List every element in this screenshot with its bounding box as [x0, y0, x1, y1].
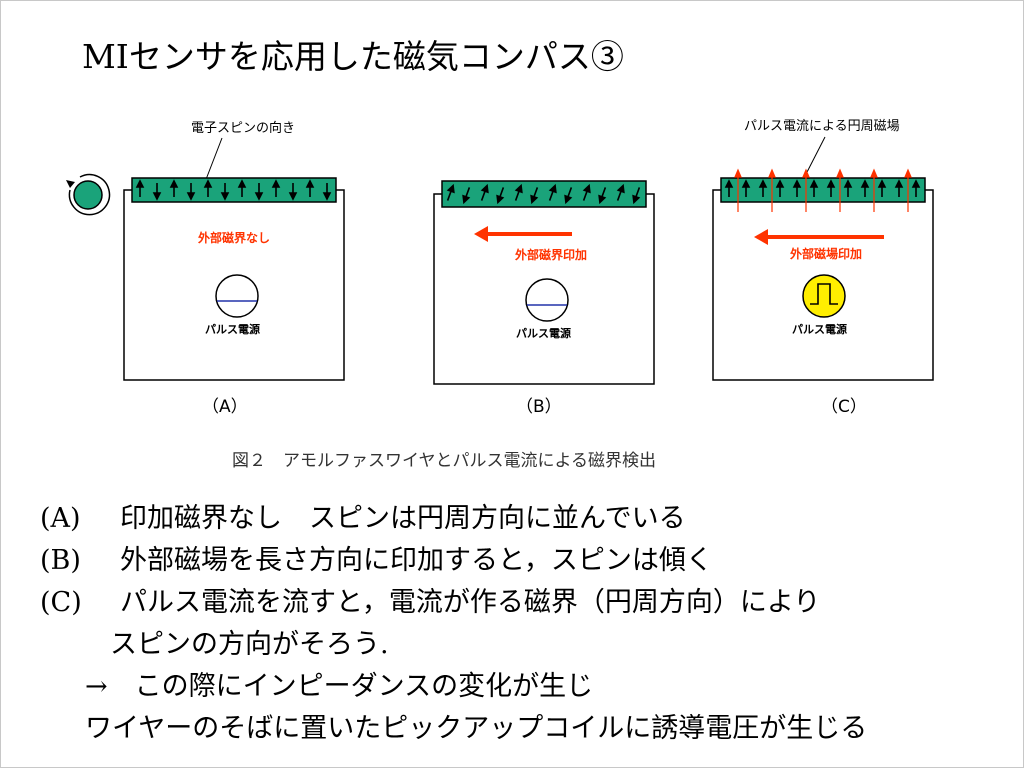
note-impedance: → この際にインピーダンスの変化が生じ — [85, 671, 594, 702]
rotation-indicator-icon — [66, 173, 111, 216]
field-label-a: 外部磁界なし — [198, 230, 270, 245]
spin-direction-label: 電子スピンの向き — [191, 120, 295, 136]
spin-arrows-a — [135, 179, 332, 201]
caption-a: （A） — [202, 397, 248, 417]
note-c-text: パルス電流を流すと，電流が作る磁界（円周方向）により — [120, 587, 821, 618]
caption-c: （C） — [821, 397, 867, 417]
figure-caption: 図２ アモルファスワイヤとパルス電流による磁界検出 — [232, 451, 656, 471]
power-label-a: パルス電源 — [205, 322, 260, 336]
power-label-c: パルス電源 — [792, 322, 847, 336]
pulse-source-a — [215, 274, 259, 318]
note-b-text: 外部磁場を長さ方向に印加すると，スピンは傾く — [120, 545, 713, 576]
spin-label-pointer — [204, 137, 223, 183]
note-b: (B) 外部磁場を長さ方向に印加すると，スピンは傾く — [40, 540, 1010, 582]
note-a: (A) 印加磁界なし スピンは円周方向に並んでいる — [40, 498, 1010, 540]
note-a-text: 印加磁界なし スピンは円周方向に並んでいる — [120, 503, 686, 534]
field-label-b: 外部磁界印加 — [515, 247, 587, 262]
spin-arrows-b — [446, 183, 641, 205]
caption-b: （B） — [516, 397, 562, 417]
panel-b: 外部磁界印加 パルス電源 （B） — [433, 180, 655, 417]
note-pickup-coil: ワイヤーのそばに置いたピックアップコイルに誘導電圧が生じる — [85, 713, 868, 744]
panel-a: 外部磁界なし パルス電源 （A） — [123, 177, 345, 417]
figure-diagram: 電子スピンの向き パルス電流による円周磁場 外部磁界なし パルス電源 — [66, 119, 934, 471]
pulse-source-b — [525, 278, 569, 322]
panel-c: 外部磁場印加 パルス電源 （C） — [712, 168, 934, 417]
circumferential-field-label: パルス電流による円周磁場 — [744, 119, 900, 134]
field-label-c: 外部磁場印加 — [790, 246, 862, 261]
field-arrow-b — [474, 226, 572, 242]
spin-arrows-c — [724, 179, 921, 197]
note-c-continuation: スピンの方向がそろう. — [110, 629, 389, 660]
circumferential-field-arrows — [734, 168, 912, 212]
field-label-pointer — [804, 136, 826, 177]
note-c: (C) パルス電流を流すと，電流が作る磁界（円周方向）により — [40, 582, 1010, 624]
power-label-b: パルス電源 — [516, 326, 571, 340]
pulse-source-c — [802, 274, 846, 318]
slide-title: MIセンサを応用した磁気コンパス③ — [82, 37, 624, 76]
field-arrow-c — [754, 229, 884, 245]
explanation-notes: (A) 印加磁界なし スピンは円周方向に並んでいる (B) 外部磁場を長さ方向に印加… — [40, 498, 1010, 750]
note-c-label: (C) — [40, 587, 82, 618]
note-a-label: (A) — [40, 503, 81, 534]
note-b-label: (B) — [40, 545, 81, 576]
